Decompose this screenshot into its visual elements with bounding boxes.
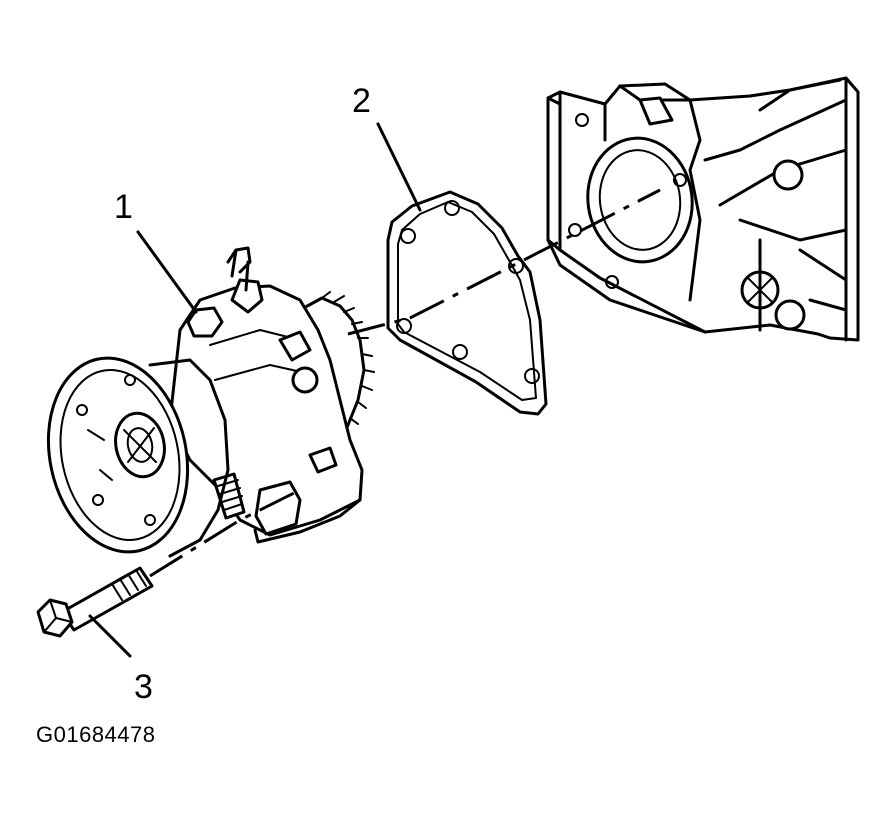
vacuum-pump [46,246,375,558]
bolt [36,566,154,638]
callout-1: 1 [114,188,133,226]
alignment-centerline [149,488,301,578]
leader-line-3 [88,614,132,658]
callout-2: 2 [352,82,371,120]
callout-3: 3 [134,668,153,706]
engine-housing [546,76,860,342]
figure-id: G01684478 [36,722,156,747]
gasket [386,190,548,416]
leader-line-1 [136,230,198,314]
alignment-centerline-upper [347,188,661,336]
leader-line-2 [376,122,422,212]
